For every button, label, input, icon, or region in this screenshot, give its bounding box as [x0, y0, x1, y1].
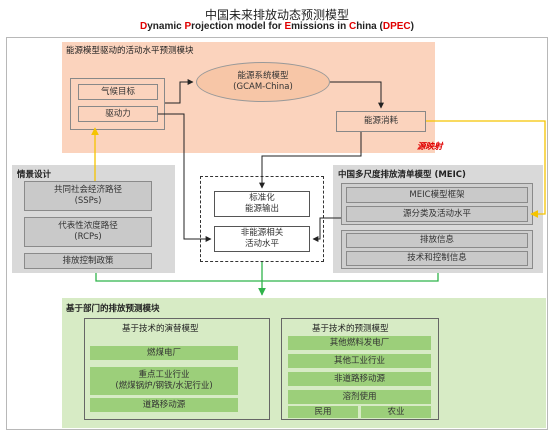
standardized-line2: 能源输出	[244, 204, 279, 214]
source-classification-box: 源分类及活动水平	[346, 206, 528, 222]
title-en-part: D	[139, 21, 148, 32]
arrow-source-mapping	[426, 120, 546, 218]
title-en-part: )	[410, 21, 414, 32]
nonenergy-line2: 活动水平	[244, 239, 279, 249]
diagram-title-en: Dynamic Projection model for Emissions i…	[0, 21, 554, 32]
succession-model-header: 基于技术的演替模型	[122, 324, 199, 334]
energy-module-header: 能源模型驱动的活动水平预测模块	[66, 46, 194, 56]
diagram-title-cn: 中国未来排放动态预测模型	[204, 8, 349, 22]
title-en-part: hina (	[356, 21, 383, 32]
title-en-part: missions in	[291, 21, 349, 32]
coal-power-plant-bar: 燃煤电厂	[90, 346, 238, 360]
tech-control-info-box: 技术和控制信息	[346, 251, 528, 266]
title-en-part: rojection model for	[191, 21, 285, 32]
sector-module-header: 基于部门的排放预测模块	[66, 304, 160, 314]
non-road-mobile-bar: 非道路移动源	[288, 372, 431, 386]
residential-bar: 民用	[288, 406, 358, 418]
gcam-line2: (GCAM-China)	[233, 82, 293, 92]
arrow-inputs-to-gcam	[165, 79, 194, 104]
energy-consumption-box: 能源消耗	[336, 111, 426, 132]
title-en-part: P	[184, 21, 192, 32]
standardized-energy-output-box: 标准化 能源输出	[214, 191, 310, 217]
nonenergy-line1: 非能源相关	[240, 228, 284, 239]
solvent-use-bar: 溶剂使用	[288, 390, 431, 404]
driving-force-box: 驱动力	[78, 106, 158, 122]
line-meic-to-green	[262, 273, 439, 282]
key-industry-line1: 重点工业行业	[138, 370, 190, 381]
arrow-driving-force-to-nonenergy	[158, 113, 212, 242]
arrow-consumption-to-standardized	[259, 132, 362, 189]
climate-target-box: 气候目标	[78, 84, 158, 100]
emission-policy-box: 排放控制政策	[24, 253, 152, 269]
rcp-box: 代表性浓度路径 (RCPs)	[24, 217, 152, 247]
arrow-to-sector-module	[95, 273, 266, 296]
title-en-part: E	[284, 21, 292, 32]
non-energy-activity-box: 非能源相关 活动水平	[214, 226, 310, 252]
gcam-china-ellipse: 能源系统模型 (GCAM-China)	[196, 62, 330, 102]
ssp-box: 共同社会经济路径 (SSPs)	[24, 181, 152, 211]
arrow-meic-to-nonenergy	[312, 217, 341, 242]
key-industry-line2: (燃煤锅炉/钢铁/水泥行业)	[115, 381, 213, 391]
meic-header: 中国多尺度排放清单模型 (MEIC)	[338, 170, 466, 180]
ssp-line2: (SSPs)	[74, 196, 102, 206]
rcp-line1: 代表性浓度路径	[58, 221, 118, 232]
title-en-part: ynamic	[147, 21, 185, 32]
source-mapping-label: 源映射	[417, 142, 443, 152]
scenario-header: 情景设计	[17, 170, 52, 180]
forecast-model-header: 基于技术的预测模型	[312, 324, 389, 334]
forecast-model-group	[281, 318, 439, 420]
succession-model-group	[84, 318, 270, 420]
arrow-gcam-to-consumption	[330, 81, 384, 109]
outer-frame	[6, 37, 548, 430]
title-en-part: C	[348, 21, 357, 32]
standardized-line1: 标准化	[249, 193, 275, 204]
gcam-line1: 能源系统模型	[237, 71, 289, 82]
title-en-part: DPEC	[382, 21, 411, 32]
ssp-line1: 共同社会经济路径	[53, 185, 122, 196]
meic-framework-box: MEIC模型框架	[346, 187, 528, 203]
rcp-line2: (RCPs)	[74, 232, 102, 242]
key-industry-bar: 重点工业行业 (燃煤锅炉/钢铁/水泥行业)	[90, 367, 238, 395]
other-fuel-power-bar: 其他燃料发电厂	[288, 336, 431, 350]
road-mobile-bar: 道路移动源	[90, 398, 238, 412]
other-industry-bar: 其他工业行业	[288, 354, 431, 368]
emission-info-box: 排放信息	[346, 233, 528, 248]
agriculture-bar: 农业	[361, 406, 431, 418]
